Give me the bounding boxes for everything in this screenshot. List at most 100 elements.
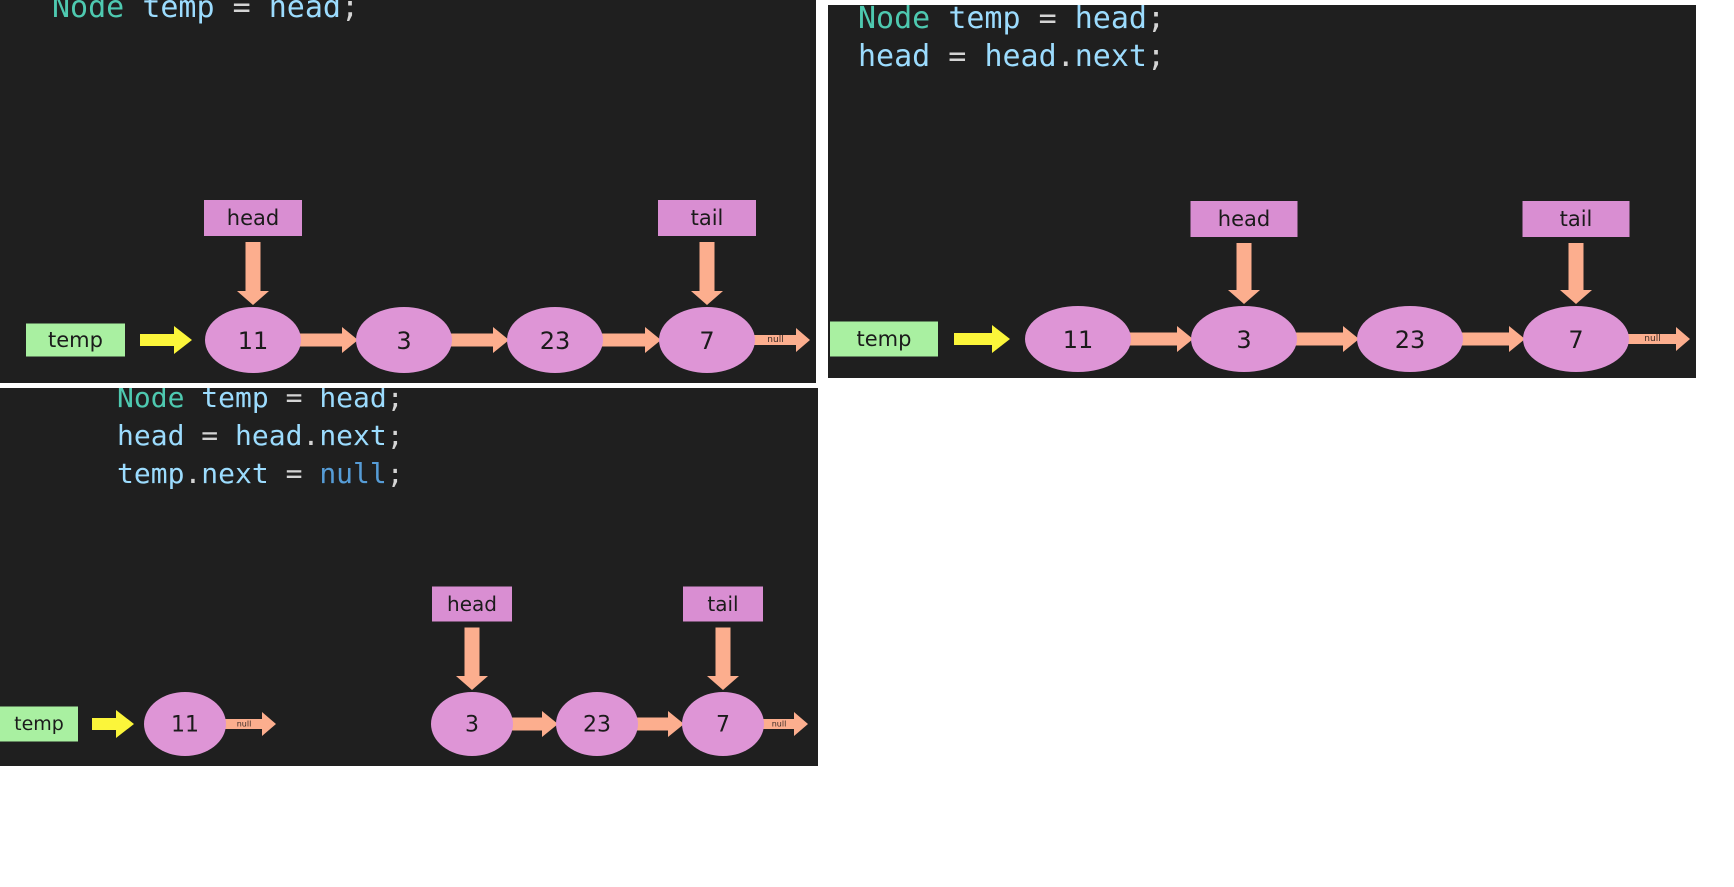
node-value: 7 xyxy=(716,713,730,738)
node-value: 11 xyxy=(1063,326,1094,354)
code-line: Node temp = head; xyxy=(117,388,404,414)
temp-pointer-label: temp xyxy=(857,327,912,351)
temp-pointer-label: temp xyxy=(14,713,64,735)
null-arrow xyxy=(753,328,810,352)
head-pointer-label: head xyxy=(227,206,279,230)
code-token: = xyxy=(930,39,985,74)
temp-pointer-box xyxy=(26,323,125,357)
tail-pointer-label: tail xyxy=(691,206,724,230)
list-node xyxy=(144,692,226,756)
list-node xyxy=(431,692,513,756)
code-line: temp.next = null; xyxy=(117,457,404,490)
head-pointer-box xyxy=(204,200,302,236)
tail-pointer-box xyxy=(1522,201,1630,237)
code-token: Node xyxy=(858,5,931,36)
temp-pointer-label: temp xyxy=(48,328,103,352)
tail-pointer-arrow xyxy=(707,627,739,690)
node-value: 7 xyxy=(699,327,714,355)
null-label: null xyxy=(767,335,783,345)
code-token: head xyxy=(268,0,341,25)
head-pointer-arrow xyxy=(456,627,488,690)
list-node xyxy=(356,307,452,373)
node-value: 3 xyxy=(1236,326,1251,354)
list-node xyxy=(1523,306,1629,372)
list-node xyxy=(556,692,638,756)
code-token: . xyxy=(184,457,202,490)
next-link-arrow xyxy=(1129,326,1193,352)
code-token: ; xyxy=(1147,39,1166,74)
list-node xyxy=(1357,306,1463,372)
head-pointer-label: head xyxy=(1218,207,1270,231)
head-pointer-box xyxy=(1190,201,1298,237)
code-line: head = head.next; xyxy=(858,39,1165,74)
head-pointer-box xyxy=(432,586,512,622)
code-token: null xyxy=(319,457,387,490)
code-token: ; xyxy=(386,457,404,490)
next-link-arrow xyxy=(450,327,509,353)
code-token: . xyxy=(1056,39,1075,74)
code-token: Node xyxy=(52,0,125,25)
code-token: = xyxy=(214,0,269,25)
next-link-arrow xyxy=(601,327,661,353)
list-node xyxy=(682,692,764,756)
node-value: 11 xyxy=(238,327,269,355)
code-token: temp xyxy=(948,5,1021,36)
node-value: 23 xyxy=(583,713,611,738)
temp-pointer-arrow xyxy=(954,325,1010,353)
code-line: Node temp = head; xyxy=(52,0,359,25)
list-node xyxy=(205,307,301,373)
code-token: temp xyxy=(201,388,269,414)
code-token: temp xyxy=(142,0,215,25)
code-line: Node temp = head; xyxy=(858,5,1165,36)
code-token: next xyxy=(319,419,387,452)
code-token: ; xyxy=(1147,5,1166,36)
list-node xyxy=(659,307,755,373)
code-token: head xyxy=(235,419,303,452)
next-link-arrow xyxy=(1461,326,1525,352)
list-node xyxy=(507,307,603,373)
code-token: = xyxy=(184,419,236,452)
null-label: null xyxy=(1644,334,1660,344)
code-token: = xyxy=(1020,5,1075,36)
next-link-arrow xyxy=(636,711,684,737)
head-pointer-label: head xyxy=(447,592,497,616)
code-token: head xyxy=(1074,5,1147,36)
temp-pointer-box xyxy=(0,706,78,742)
panel-step-3: Node temp = head;head = head.next;temp.n… xyxy=(0,388,818,766)
tail-pointer-arrow xyxy=(691,242,723,305)
code-token: head xyxy=(117,419,185,452)
head-pointer-arrow xyxy=(1228,243,1260,304)
list-node xyxy=(1025,306,1131,372)
code-token: next xyxy=(1074,39,1147,74)
code-token: ; xyxy=(386,419,404,452)
tail-pointer-box xyxy=(683,586,763,622)
code-token: head xyxy=(319,388,387,414)
code-token: = xyxy=(268,457,320,490)
null-arrow xyxy=(1627,327,1690,351)
code-token: head xyxy=(984,39,1057,74)
null-label: null xyxy=(237,720,252,729)
node-value: 7 xyxy=(1568,326,1583,354)
code-token: Node xyxy=(117,388,185,414)
tail-pointer-arrow xyxy=(1560,243,1592,304)
temp-pointer-arrow xyxy=(92,710,134,738)
tail-pointer-label: tail xyxy=(1560,207,1593,231)
next-link-arrow xyxy=(299,327,358,353)
code-token: ; xyxy=(386,388,404,414)
node-value: 23 xyxy=(540,327,571,355)
code-token: . xyxy=(302,419,320,452)
code-token: head xyxy=(858,39,931,74)
code-token: temp xyxy=(117,457,185,490)
node-value: 3 xyxy=(465,713,479,738)
next-link-arrow xyxy=(511,711,558,737)
code-token: = xyxy=(268,388,320,414)
tail-pointer-label: tail xyxy=(707,592,738,616)
code-line: head = head.next; xyxy=(117,419,404,452)
head-pointer-arrow xyxy=(237,242,269,305)
code-token: next xyxy=(201,457,269,490)
